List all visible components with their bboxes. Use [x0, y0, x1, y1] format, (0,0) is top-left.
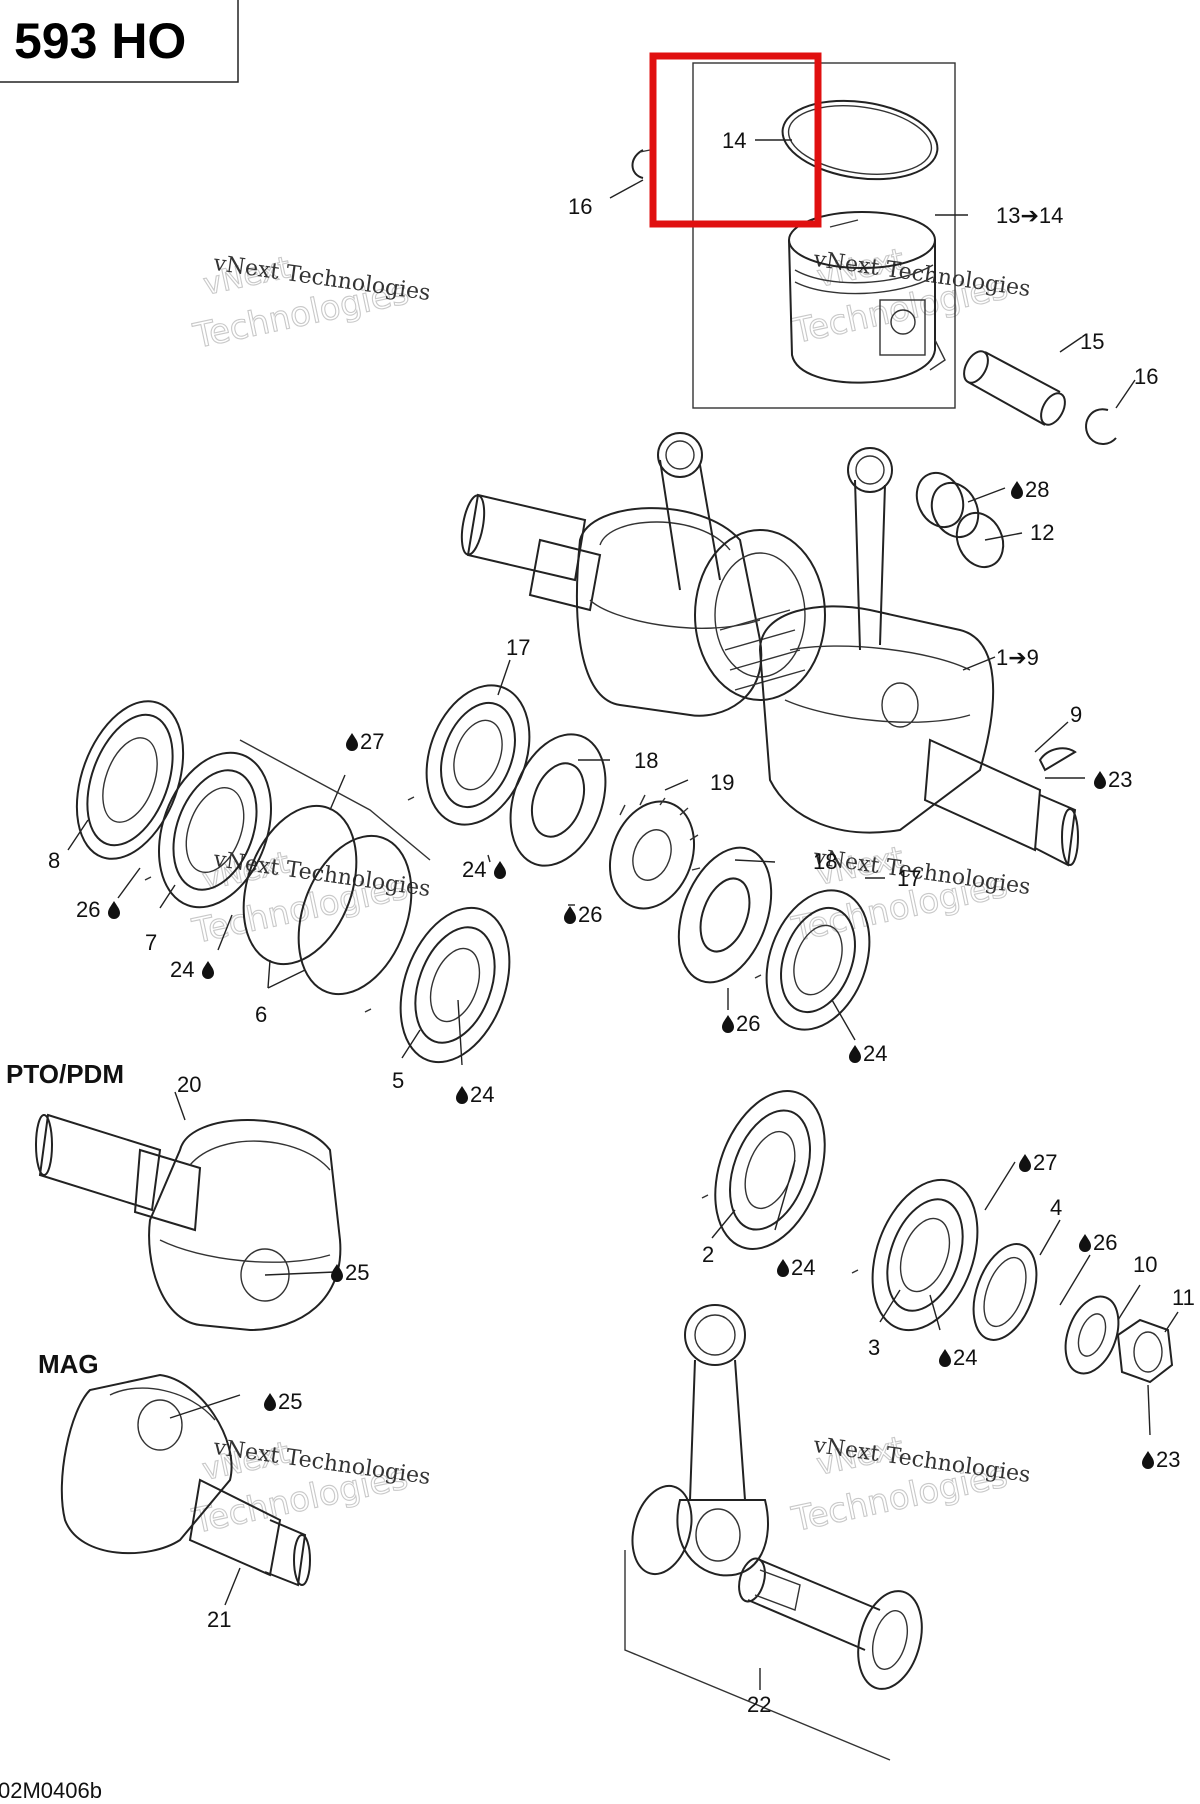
callout-2[interactable]: 2 — [702, 1242, 714, 1267]
washer-10[interactable] — [1056, 1289, 1128, 1381]
title-box: 593 HO — [0, 0, 239, 83]
callout-14[interactable]: 14 — [722, 128, 746, 153]
mag-shaft[interactable] — [60, 1373, 311, 1587]
wrist-pin[interactable] — [959, 347, 1070, 428]
callout-27-left[interactable]: 27 — [360, 729, 384, 754]
callout-8[interactable]: 8 — [48, 848, 60, 873]
callout-28[interactable]: 28 — [1025, 477, 1049, 502]
grease-icon — [331, 1264, 343, 1282]
section-label-mag: MAG — [38, 1349, 99, 1379]
piston-group — [631, 62, 1117, 445]
section-label-pto: PTO/PDM — [6, 1059, 124, 1089]
callout-26-a[interactable]: 26 — [76, 897, 100, 922]
callout-18-left[interactable]: 18 — [634, 748, 658, 773]
circlip-right[interactable] — [1085, 408, 1117, 445]
grease-icon — [346, 733, 358, 751]
callout-16-top[interactable]: 16 — [568, 194, 592, 219]
callout-23-lower[interactable]: 23 — [1156, 1447, 1180, 1472]
dowel-pins — [144, 796, 859, 1274]
grease-icon — [456, 1086, 468, 1104]
nut-11[interactable] — [1116, 1318, 1174, 1384]
bearing-5[interactable] — [381, 893, 530, 1078]
callout-11[interactable]: 11 — [1172, 1285, 1195, 1310]
callout-23-upper[interactable]: 23 — [1108, 767, 1132, 792]
callout-18-right[interactable]: 18 — [813, 849, 837, 874]
callout-24-a[interactable]: 24 — [462, 857, 486, 882]
woodruff-key[interactable] — [1038, 747, 1077, 772]
diagram-title: 593 HO — [14, 13, 186, 69]
callout-5[interactable]: 5 — [392, 1068, 404, 1093]
gear-19[interactable] — [596, 790, 709, 921]
callout-16-right[interactable]: 16 — [1134, 364, 1158, 389]
leader-lines — [67, 139, 1179, 1690]
seal-18-left[interactable] — [493, 721, 622, 879]
callout-25-mag[interactable]: 25 — [278, 1389, 302, 1414]
seal-8[interactable] — [57, 687, 203, 874]
bracket-22 — [624, 1550, 891, 1761]
callout-17-right[interactable]: 17 — [897, 866, 921, 891]
callout-6[interactable]: 6 — [255, 1002, 267, 1027]
grease-icon — [849, 1045, 861, 1063]
callout-22[interactable]: 22 — [747, 1692, 771, 1717]
callout-15[interactable]: 15 — [1080, 329, 1104, 354]
callout-12[interactable]: 12 — [1030, 520, 1054, 545]
grease-icon — [1011, 481, 1023, 499]
figure-code: 02M0406b — [0, 1778, 102, 1803]
highlight-box — [649, 52, 822, 228]
callout-7[interactable]: 7 — [145, 930, 157, 955]
piston[interactable] — [788, 211, 946, 384]
callout-10[interactable]: 10 — [1133, 1252, 1157, 1277]
grease-icon — [202, 961, 214, 979]
grease-icon — [264, 1393, 276, 1411]
grease-icon — [722, 1015, 734, 1033]
callout-13-14[interactable]: 13➔14 — [996, 203, 1063, 228]
callout-24-c[interactable]: 24 — [863, 1041, 887, 1066]
callout-24-f[interactable]: 24 — [953, 1345, 977, 1370]
piston-ring[interactable] — [777, 92, 942, 189]
seal-4[interactable] — [962, 1235, 1049, 1348]
seal-18-right[interactable] — [662, 835, 789, 995]
callout-20[interactable]: 20 — [177, 1072, 201, 1097]
callout-24-d[interactable]: 24 — [470, 1082, 494, 1107]
crankshaft-assembly[interactable] — [458, 432, 1079, 867]
callout-17-left[interactable]: 17 — [506, 635, 530, 660]
grease-icon — [1094, 771, 1106, 789]
callout-25-pto[interactable]: 25 — [345, 1260, 369, 1285]
grease-icon — [777, 1259, 789, 1277]
callout-26-c[interactable]: 26 — [736, 1011, 760, 1036]
bearing-17-right[interactable] — [748, 876, 887, 1044]
callout-9[interactable]: 9 — [1070, 702, 1082, 727]
callout-3[interactable]: 3 — [868, 1335, 880, 1360]
callout-27-right[interactable]: 27 — [1033, 1150, 1057, 1175]
callout-labels: 14 16 13➔14 15 16 28 12 17 1➔9 9 27 18 1… — [0, 128, 1195, 1803]
needle-bearing[interactable] — [908, 465, 1012, 574]
callout-21[interactable]: 21 — [207, 1607, 231, 1632]
grease-icon — [939, 1349, 951, 1367]
bearing-2[interactable] — [695, 1076, 845, 1264]
callout-26-b[interactable]: 26 — [578, 902, 602, 927]
callout-24-b[interactable]: 24 — [170, 957, 194, 982]
callout-19[interactable]: 19 — [710, 770, 734, 795]
callout-4[interactable]: 4 — [1050, 1195, 1062, 1220]
bearing-3[interactable] — [853, 1165, 997, 1344]
grease-icon — [1142, 1451, 1154, 1469]
grease-icon — [1019, 1154, 1031, 1172]
grease-icon — [564, 906, 576, 924]
circlip-top[interactable] — [631, 149, 644, 179]
bearing-17-left[interactable] — [408, 671, 547, 839]
rings-6[interactable] — [223, 790, 432, 1010]
callout-1-9[interactable]: 1➔9 — [996, 645, 1039, 670]
callout-26-d[interactable]: 26 — [1093, 1230, 1117, 1255]
connecting-rod-22[interactable] — [623, 1304, 932, 1696]
callout-24-e[interactable]: 24 — [791, 1255, 815, 1280]
bearing-7[interactable] — [139, 737, 291, 923]
grease-icon — [494, 861, 506, 879]
grease-icon — [108, 901, 120, 919]
pto-shaft[interactable] — [35, 1113, 342, 1332]
grease-icon — [1079, 1234, 1091, 1252]
